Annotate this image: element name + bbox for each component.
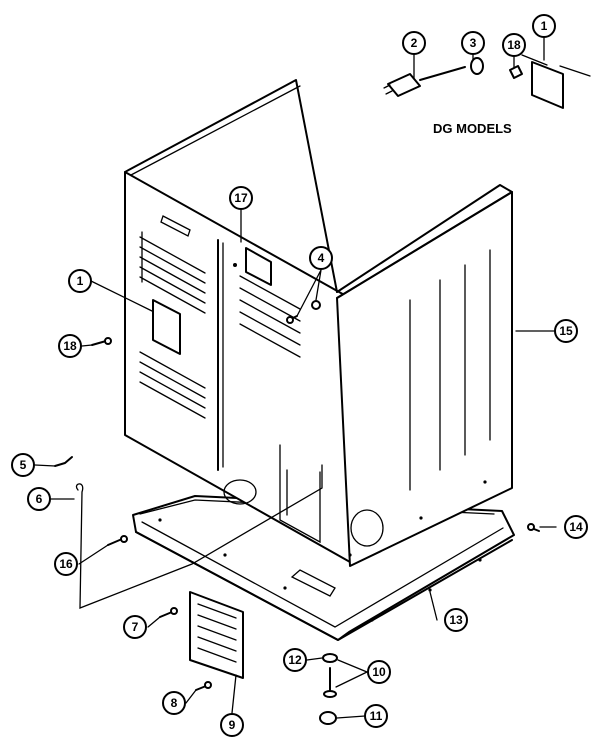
callout-14: 14 — [564, 515, 588, 539]
svg-text:18: 18 — [507, 38, 521, 52]
callout-3: 3 — [461, 31, 485, 55]
callout-15: 15 — [554, 319, 578, 343]
screw-14 — [527, 523, 540, 532]
callout-1-dg: 1 — [532, 14, 556, 38]
svg-text:11: 11 — [370, 709, 383, 723]
svg-text:18: 18 — [63, 339, 77, 353]
svg-text:9: 9 — [229, 718, 236, 732]
screw-16 — [107, 535, 128, 546]
callout-5: 5 — [11, 453, 35, 477]
svg-text:15: 15 — [559, 324, 573, 338]
callout-1: 1 — [68, 269, 92, 293]
callout-2: 2 — [402, 31, 426, 55]
svg-text:5: 5 — [20, 458, 27, 472]
callout-9: 9 — [220, 713, 244, 737]
right-vents — [239, 275, 301, 358]
callout-12: 12 — [283, 648, 307, 672]
callout-17: 17 — [229, 186, 253, 210]
svg-text:10: 10 — [372, 665, 386, 679]
svg-text:1: 1 — [77, 274, 84, 288]
callout-10: 10 — [367, 660, 391, 684]
access-panel-9 — [189, 591, 244, 679]
wire-6 — [75, 464, 323, 609]
callout-18-dg: 18 — [502, 33, 526, 57]
callout-11: 11 — [364, 704, 388, 728]
callout-6: 6 — [27, 487, 51, 511]
callout-8: 8 — [162, 691, 186, 715]
dg-models-label: DG MODELS — [433, 121, 512, 136]
callout-16: 16 — [54, 552, 78, 576]
svg-text:14: 14 — [569, 520, 583, 534]
clip-5 — [54, 456, 73, 467]
svg-text:4: 4 — [318, 251, 325, 265]
callout-13: 13 — [444, 608, 468, 632]
callout-18: 18 — [58, 334, 82, 358]
foot-11 — [319, 711, 337, 725]
power-cord-assembly — [383, 54, 591, 109]
callout-4: 4 — [309, 246, 333, 270]
svg-text:16: 16 — [59, 557, 73, 571]
left-vents-upper — [139, 231, 206, 314]
svg-text:1: 1 — [541, 19, 548, 33]
callout-7: 7 — [123, 615, 147, 639]
screw-7 — [159, 607, 178, 618]
cabinet-left-panel — [124, 79, 351, 563]
svg-text:2: 2 — [411, 36, 418, 50]
svg-text:17: 17 — [234, 191, 248, 205]
svg-text:3: 3 — [470, 36, 477, 50]
part-4-screws — [286, 300, 321, 324]
left-vents-lower — [139, 351, 206, 419]
leveling-leg-10 — [322, 653, 338, 698]
svg-text:8: 8 — [171, 696, 178, 710]
screw-18-left — [91, 337, 112, 346]
svg-text:6: 6 — [36, 492, 43, 506]
screw-8 — [195, 681, 212, 691]
svg-text:12: 12 — [288, 653, 302, 667]
svg-text:7: 7 — [132, 620, 139, 634]
cabinet-right-panel — [336, 184, 513, 567]
svg-text:13: 13 — [449, 613, 463, 627]
